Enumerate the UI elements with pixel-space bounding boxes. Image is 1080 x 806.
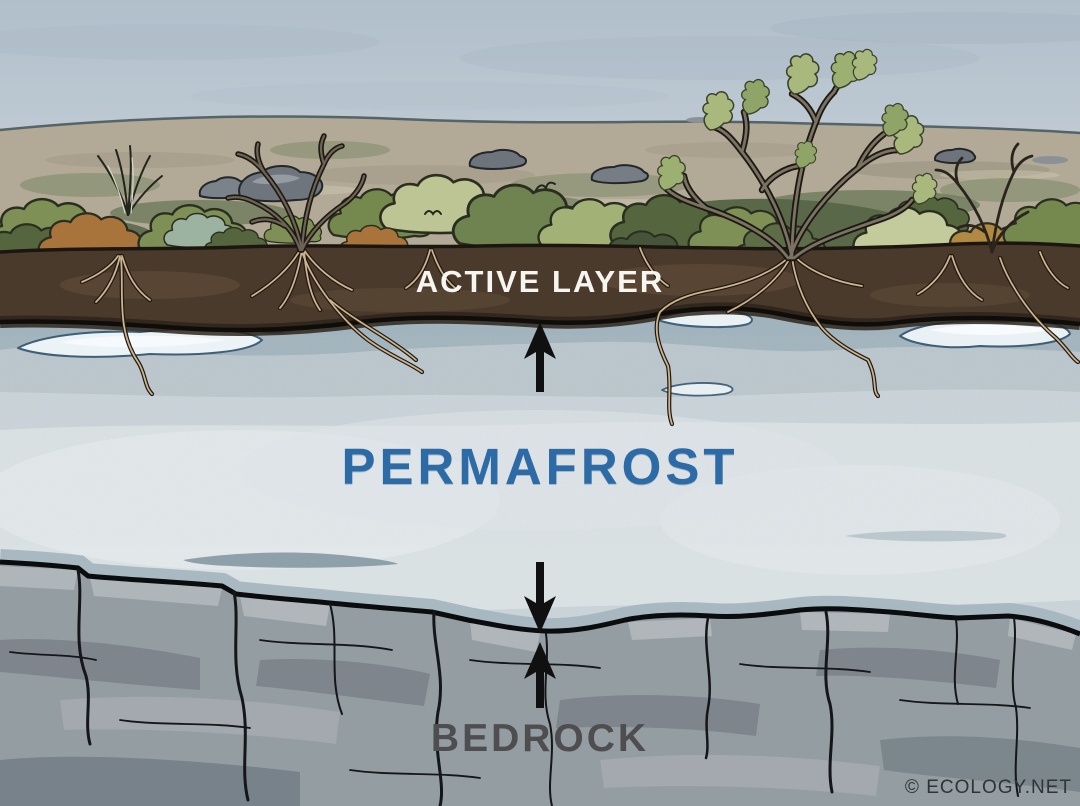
twiggy-shrub <box>934 142 1034 254</box>
bedrock-label: BEDROCK <box>430 717 650 760</box>
grass-tuft <box>97 145 703 257</box>
attribution: © ECOLOGY.NET <box>904 777 1072 798</box>
active-layer-label: ACTIVE LAYER <box>415 264 665 299</box>
up-arrow-icon <box>524 642 556 708</box>
up-arrow-icon <box>524 322 556 392</box>
down-arrow-icon <box>524 562 556 633</box>
permafrost-bedrock-boundary-line <box>0 559 1080 637</box>
bedrock-highlights <box>0 566 1076 652</box>
active-permafrost-boundary-line <box>0 306 1080 333</box>
permafrost-label: PERMAFROST <box>341 438 739 495</box>
bedrock-cracks <box>9 568 1031 806</box>
arrows <box>524 322 556 708</box>
